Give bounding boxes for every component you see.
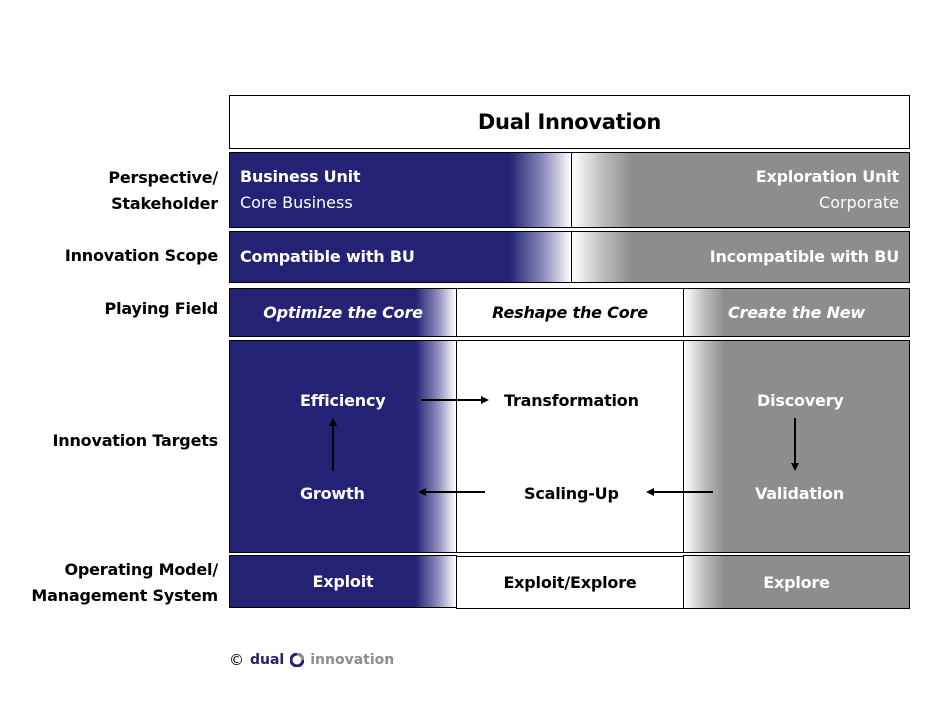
perspective-left-sub: Core Business	[240, 193, 353, 212]
footer-logo: © dual innovation	[229, 651, 394, 669]
target-validation: Validation	[755, 484, 845, 503]
operating-middle-text: Exploit/Explore	[503, 573, 637, 592]
operating-left-cell: Exploit	[229, 555, 457, 608]
row-label-perspective-line1: Perspective/	[108, 168, 218, 187]
perspective-left-cell: Business Unit Core Business	[229, 152, 572, 228]
row-label-perspective: Perspective/ Stakeholder	[108, 165, 218, 217]
row-label-operating-model: Operating Model/ Management System	[31, 557, 218, 609]
row-label-playing-field: Playing Field	[104, 299, 219, 318]
logo-text-dual: dual	[250, 652, 285, 668]
arrow-discovery-to-validation-icon	[791, 418, 799, 471]
playing-field-left-text: Optimize the Core	[263, 303, 423, 322]
row-label-operating-line1: Operating Model/	[64, 560, 219, 579]
scope-left-text: Compatible with BU	[240, 247, 415, 266]
target-scaling-up: Scaling-Up	[524, 484, 619, 503]
arrow-validation-to-scaling-icon	[646, 488, 713, 496]
targets-middle-cell	[456, 340, 684, 553]
target-growth: Growth	[300, 484, 365, 503]
targets-left-cell	[229, 340, 457, 553]
operating-left-text: Exploit	[312, 572, 374, 591]
row-label-targets: Innovation Targets	[52, 431, 219, 450]
perspective-left-title: Business Unit	[240, 167, 361, 186]
playing-field-middle-text: Reshape the Core	[492, 303, 648, 322]
arrow-efficiency-to-transformation-icon	[421, 396, 489, 404]
operating-right-cell: Explore	[683, 555, 910, 609]
perspective-right-sub: Corporate	[819, 193, 899, 212]
row-label-perspective-line2: Stakeholder	[111, 194, 218, 213]
operating-middle-cell: Exploit/Explore	[456, 556, 684, 609]
target-transformation: Transformation	[504, 391, 639, 410]
targets-right-cell	[683, 340, 910, 553]
playing-field-left-cell: Optimize the Core	[229, 288, 457, 337]
logo-swirl-icon	[290, 653, 305, 667]
diagram-title: Dual Innovation	[229, 95, 910, 149]
copyright-symbol: ©	[229, 651, 244, 669]
arrow-scaling-to-growth-icon	[418, 488, 485, 496]
logo-text-innovation: innovation	[310, 652, 395, 668]
playing-field-middle-cell: Reshape the Core	[456, 288, 684, 337]
operating-right-text: Explore	[763, 572, 830, 592]
scope-right-cell: Incompatible with BU	[571, 231, 910, 283]
arrow-growth-to-efficiency-icon	[329, 418, 337, 471]
target-efficiency: Efficiency	[300, 391, 386, 410]
row-label-scope: Innovation Scope	[64, 246, 218, 265]
scope-left-cell: Compatible with BU	[229, 231, 572, 283]
row-label-operating-line2: Management System	[31, 586, 218, 605]
target-discovery: Discovery	[757, 391, 844, 410]
perspective-right-cell: Exploration Unit Corporate	[571, 152, 910, 228]
playing-field-right-cell: Create the New	[683, 288, 910, 337]
playing-field-right-text: Create the New	[727, 303, 866, 322]
perspective-right-title: Exploration Unit	[755, 167, 899, 186]
scope-right-text: Incompatible with BU	[709, 247, 900, 266]
